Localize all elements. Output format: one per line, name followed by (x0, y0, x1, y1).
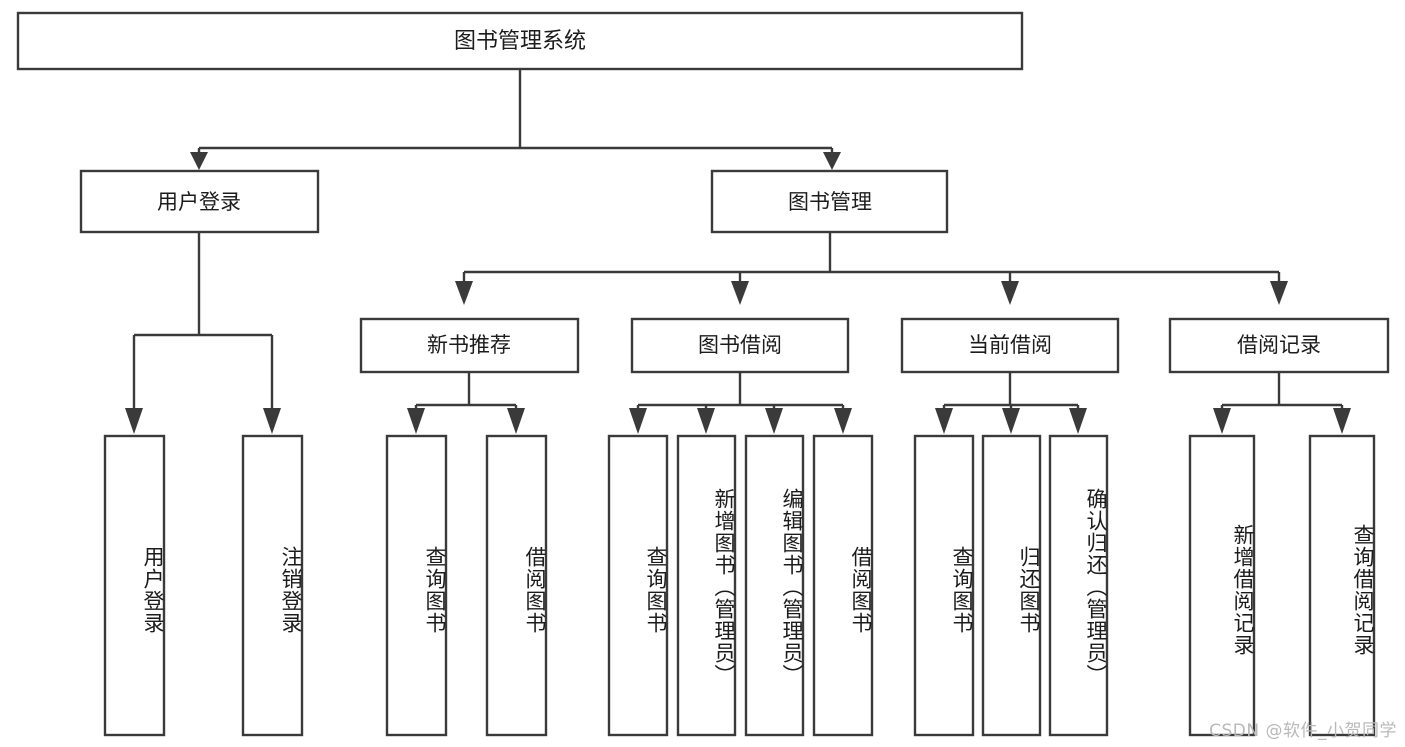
connector-bookmgmt-to-level3 (455, 232, 1288, 305)
node-root[interactable]: 图书管理系统 (16, 11, 1024, 71)
leaf-query-book-bb[interactable] (607, 434, 669, 737)
node-current-borrow-label: 当前借阅 (968, 333, 1052, 357)
leaf-user-login[interactable] (103, 434, 166, 737)
node-current-borrow[interactable]: 当前借阅 (900, 317, 1120, 374)
leaf-confirm-return-admin[interactable] (1048, 434, 1109, 737)
leaf-query-borrow-record[interactable] (1308, 434, 1376, 737)
csdn-watermark: CSDN @软件_小贺同学 (1209, 721, 1397, 741)
node-book-management-label: 图书管理 (788, 190, 872, 214)
leaf-logout-login[interactable] (241, 434, 304, 737)
node-borrow-record-label: 借阅记录 (1237, 333, 1321, 357)
connector-newbook-to-leaves (407, 372, 525, 434)
connector-borrowrecord-to-leaves (1213, 372, 1351, 434)
node-book-borrow[interactable]: 图书借阅 (630, 317, 850, 374)
connector-currentborrow-to-leaves (935, 372, 1087, 434)
connector-root-to-level2 (190, 69, 841, 170)
node-user-login[interactable]: 用户登录 (79, 169, 320, 234)
node-user-login-label: 用户登录 (157, 190, 241, 214)
node-root-label: 图书管理系统 (454, 29, 586, 54)
connector-bookborrow-to-leaves (629, 372, 852, 434)
node-borrow-record[interactable]: 借阅记录 (1168, 317, 1390, 374)
connector-userlogin-to-leaves (125, 232, 281, 434)
leaf-add-borrow-record[interactable] (1188, 434, 1256, 737)
leaf-edit-book-admin[interactable] (744, 434, 805, 737)
leaf-return-book[interactable] (981, 434, 1042, 737)
node-book-management[interactable]: 图书管理 (710, 169, 949, 234)
leaf-query-book-cb[interactable] (913, 434, 975, 737)
node-new-book-recommend[interactable]: 新书推荐 (359, 317, 580, 374)
node-book-borrow-label: 图书借阅 (698, 333, 782, 357)
leaf-borrow-book-bb[interactable] (812, 434, 874, 737)
leaf-add-book-admin[interactable] (676, 434, 737, 737)
node-new-book-recommend-label: 新书推荐 (427, 333, 511, 357)
leaf-borrow-book-nb[interactable] (485, 434, 548, 737)
leaf-query-book-nb[interactable] (385, 434, 448, 737)
